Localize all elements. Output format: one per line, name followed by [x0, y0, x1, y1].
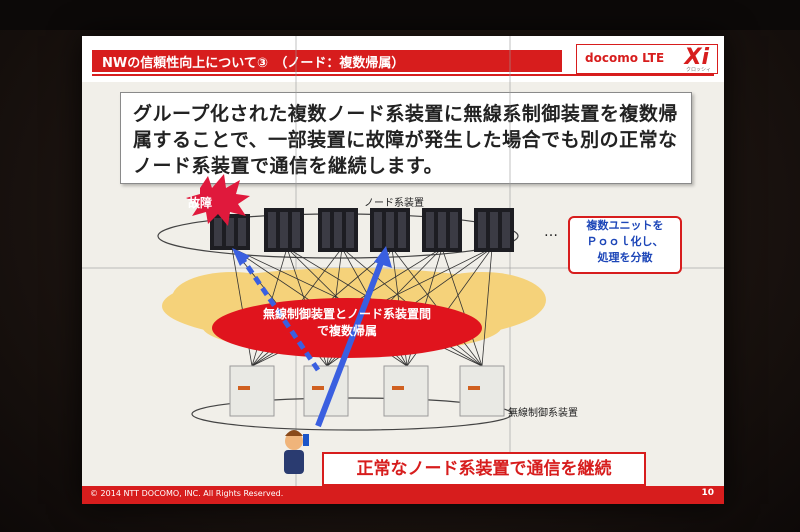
summary-text: グループ化された複数ノード系装置に無線系制御装置を複数帰属することで、一部装置に…	[133, 103, 678, 177]
node-server	[264, 208, 304, 252]
result-text: 正常なノード系装置で通信を継続	[356, 459, 612, 479]
network-diagram	[82, 36, 724, 486]
radio-controller	[383, 365, 429, 417]
node-server	[474, 208, 514, 252]
logo-text: docomo LTE	[585, 51, 665, 65]
docomo-logo: docomo LTE Xi クロッシィ	[576, 44, 718, 74]
logo-subtitle: クロッシィ	[685, 67, 711, 73]
radio-controller	[459, 365, 505, 417]
node-server	[422, 208, 462, 252]
ellipse-line-2: で複数帰属	[316, 324, 377, 338]
copyright: © 2014 NTT DOCOMO, INC. All Rights Reser…	[90, 489, 284, 498]
radio-controller-label: 無線制御系装置	[508, 408, 578, 419]
note-line-2: Ｐｏｏｌ化し、	[586, 235, 664, 248]
summary-box: グループ化された複数ノード系装置に無線系制御装置を複数帰属することで、一部装置に…	[120, 92, 692, 184]
room-ceiling	[0, 0, 800, 30]
multi-homing-label: 無線制御装置とノード系装置間 で複数帰属	[222, 306, 472, 366]
radio-controller	[229, 365, 275, 417]
page-number: 10	[701, 488, 714, 498]
node-servers	[210, 208, 514, 252]
title-underline	[92, 74, 714, 76]
result-callout: 正常なノード系装置で通信を継続	[322, 452, 646, 486]
node-server	[318, 208, 358, 252]
slide-header: NWの信頼性向上について③ （ノード：複数帰属） docomo LTE Xi ク…	[82, 36, 724, 82]
more-nodes-ellipsis: …	[544, 224, 558, 240]
ellipse-line-1: 無線制御装置とノード系装置間	[262, 307, 431, 321]
slide-title: NWの信頼性向上について③ （ノード：複数帰属）	[102, 56, 405, 71]
controller-group-ring	[191, 397, 513, 431]
pooling-note: 複数ユニットを Ｐｏｏｌ化し、 処理を分散	[568, 216, 682, 274]
note-line-3: 処理を分散	[597, 251, 653, 264]
xi-logo-mark: Xi	[684, 45, 709, 70]
node-server-failed	[210, 214, 250, 250]
projection-screen: NWの信頼性向上について③ （ノード：複数帰属） docomo LTE Xi ク…	[82, 36, 724, 504]
radio-controllers	[229, 365, 505, 417]
user-person-icon	[284, 430, 309, 474]
note-line-1: 複数ユニットを	[586, 219, 664, 232]
node-server	[370, 208, 410, 252]
title-banner: NWの信頼性向上について③ （ノード：複数帰属）	[92, 50, 562, 72]
node-equipment-label: ノード系装置	[364, 198, 424, 209]
fault-burst-icon	[186, 174, 250, 226]
failover-arrows	[232, 246, 392, 428]
slide-footer: © 2014 NTT DOCOMO, INC. All Rights Reser…	[82, 486, 724, 504]
fault-label: 故障	[187, 196, 212, 210]
